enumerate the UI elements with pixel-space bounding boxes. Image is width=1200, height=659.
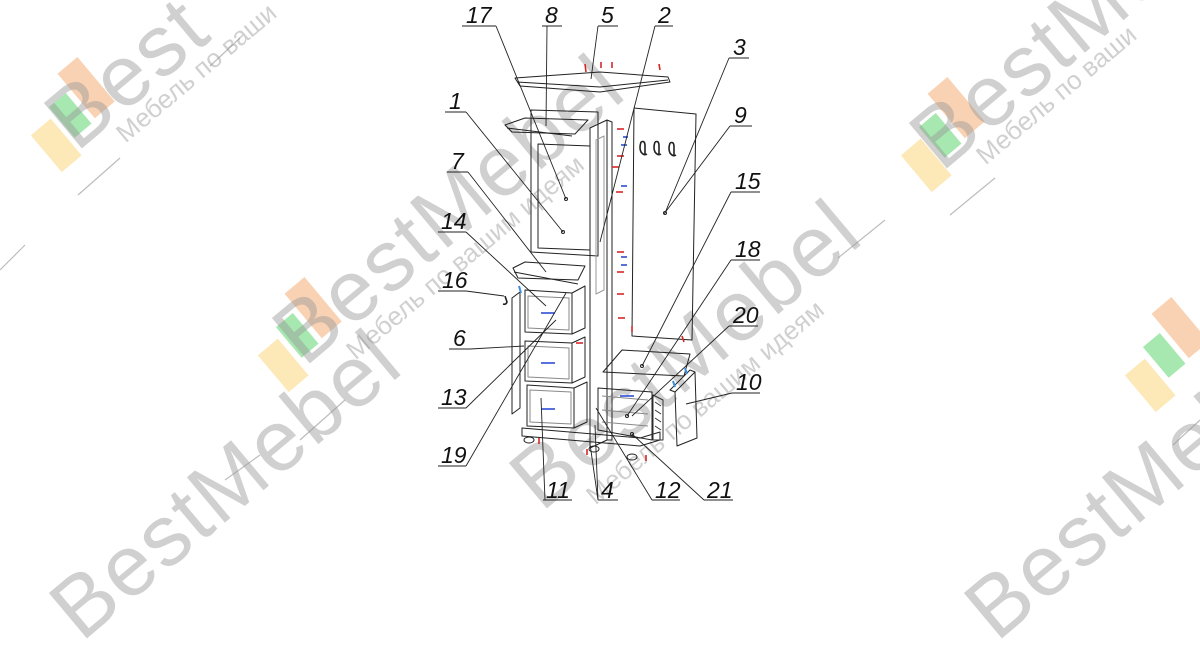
cam-lock-icon-blue <box>541 136 634 410</box>
callout-18: 18 <box>735 236 761 262</box>
coat-hook-icon <box>639 140 677 157</box>
callout-13: 13 <box>441 384 467 410</box>
dowel-icon-blue <box>518 285 688 388</box>
callout-2: 2 <box>658 2 671 28</box>
callout-15: 15 <box>735 168 761 194</box>
hook-panel-part <box>631 107 697 341</box>
watermark-logo-icon <box>900 77 985 193</box>
fasteners <box>518 62 688 461</box>
top-shelf-part <box>514 71 671 93</box>
callout-8: 8 <box>545 2 558 28</box>
callout-4: 4 <box>601 477 614 503</box>
callout-16: 16 <box>442 267 468 293</box>
shoe-cabinet-top-part <box>602 349 691 377</box>
adjustable-foot-icon <box>523 436 638 461</box>
drawer-top-part <box>524 285 586 335</box>
callout-21: 21 <box>707 477 733 503</box>
callout-12: 12 <box>655 477 681 503</box>
left-side-panel-part <box>511 291 521 415</box>
callout-7: 7 <box>451 148 464 174</box>
right-side-panel-part <box>669 369 698 447</box>
small-shelf-part <box>512 261 586 285</box>
callout-17: 17 <box>466 2 492 28</box>
callout-14: 14 <box>441 208 467 234</box>
watermark-logo-icon <box>30 57 115 173</box>
leader-lines <box>438 25 760 501</box>
watermark-lines <box>0 37 1200 481</box>
screw-icon-red <box>538 62 685 461</box>
watermark-logos <box>0 37 1200 481</box>
callout-19: 19 <box>441 442 467 468</box>
side-panel-part <box>589 119 613 449</box>
side-hook-icon <box>502 295 508 306</box>
shoe-rack-mechanism-part <box>652 394 664 441</box>
callout-20: 20 <box>733 302 759 328</box>
callout-9: 9 <box>734 102 747 128</box>
callout-1: 1 <box>449 88 462 114</box>
assembly-drawing <box>438 25 760 501</box>
callout-3: 3 <box>733 34 746 60</box>
shoe-cabinet-front-part <box>597 387 653 441</box>
callout-10: 10 <box>736 369 762 395</box>
callout-5: 5 <box>601 2 614 28</box>
watermark-logo-icon <box>257 277 342 393</box>
callout-11: 11 <box>546 477 570 503</box>
drawer-bottom-part <box>526 381 588 429</box>
watermark-logo-icon <box>1124 297 1200 413</box>
drawer-middle-part <box>524 336 586 384</box>
callout-6: 6 <box>453 325 466 351</box>
hat-shelf-part <box>504 117 589 137</box>
